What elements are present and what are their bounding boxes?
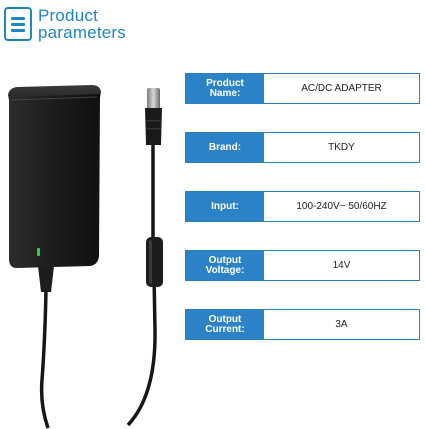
param-value: 14V xyxy=(332,260,351,271)
header: Product parameters xyxy=(4,4,126,44)
param-label: Brand: xyxy=(186,133,264,162)
ferrite-choke xyxy=(146,237,163,287)
strain-relief xyxy=(38,266,54,292)
title-line-1: Product xyxy=(38,6,98,25)
plug-collar xyxy=(145,108,162,145)
list-icon xyxy=(4,7,32,41)
adapter-body xyxy=(9,94,100,268)
title-line-2: parameters xyxy=(38,23,126,42)
adapter-product-image xyxy=(8,85,163,429)
ac-cable xyxy=(39,289,50,429)
page-title: Product parameters xyxy=(38,7,126,41)
indicator-led xyxy=(37,248,40,256)
param-value: 3A xyxy=(335,319,348,330)
param-value: AC/DC ADAPTER xyxy=(301,83,382,94)
plug-tip xyxy=(147,88,160,110)
param-label: Input: xyxy=(186,192,264,221)
param-row-brand: Brand: TKDY xyxy=(185,132,420,163)
param-value: 100-240V~ 50/60HZ xyxy=(296,201,387,212)
param-value: TKDY xyxy=(328,142,355,153)
param-row-input: Input: 100-240V~ 50/60HZ xyxy=(185,191,420,222)
